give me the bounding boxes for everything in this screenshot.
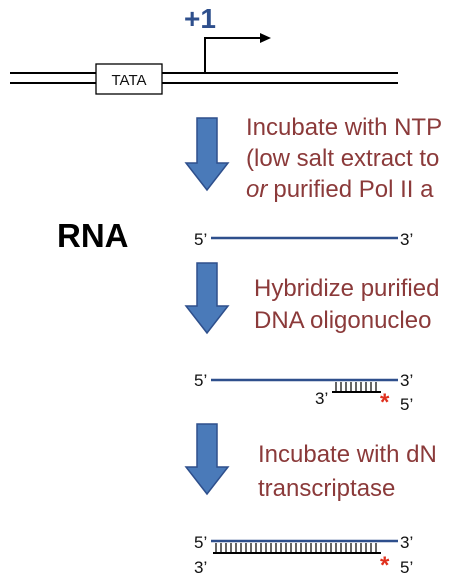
duplex-rna-5prime-label: 5’ <box>194 533 207 552</box>
cdna-5prime-label: 5’ <box>400 558 413 577</box>
hybridized-rna-oligo: 5’ 3’ 3’ * 5’ <box>194 371 413 416</box>
tata-label: TATA <box>112 72 147 89</box>
step-3-line-2: transcriptase <box>258 475 395 502</box>
step-arrow-2 <box>184 262 230 335</box>
step-2-instructions: Hybridize purified DNA oligonucleo <box>254 275 439 334</box>
oligo-3prime-label: 3’ <box>315 389 328 408</box>
cdna-3prime-label: 3’ <box>194 558 207 577</box>
rna-3prime-label: 3’ <box>400 230 413 249</box>
oligo-label-asterisk: * <box>380 389 390 416</box>
promoter-dna: TATA <box>10 63 398 95</box>
tata-box <box>95 63 163 95</box>
step-1-line-2: (low salt extract to <box>246 145 439 172</box>
rna-label: RNA <box>57 217 129 254</box>
step-1-line-3-prefix: or <box>246 176 268 203</box>
transcription-start-site: +1 <box>184 3 271 73</box>
tss-label: +1 <box>184 3 216 34</box>
down-arrow-icon <box>184 117 230 192</box>
cdna-base-pairs <box>215 543 377 553</box>
down-arrow-icon <box>184 262 230 335</box>
duplex-rna-3prime-label: 3’ <box>400 533 413 552</box>
step-2-line-1: Hybridize purified <box>254 275 439 302</box>
step-1-line-1: Incubate with NTP <box>246 114 442 141</box>
down-arrow-icon <box>184 423 230 496</box>
cdna-duplex: 5’ 3’ 3’ * 5’ <box>194 533 413 579</box>
step-2-line-2: DNA oligonucleo <box>254 307 431 334</box>
cdna-label-asterisk: * <box>380 552 390 579</box>
hyb-rna-5prime-label: 5’ <box>194 371 207 390</box>
step-arrow-1 <box>184 117 230 192</box>
oligo-5prime-label: 5’ <box>400 395 413 414</box>
step-1-line-3-rest: purified Pol II a <box>273 176 434 203</box>
step-arrow-3 <box>184 423 230 496</box>
tss-arrow <box>204 37 262 73</box>
step-3-line-1: Incubate with dN <box>258 441 437 468</box>
hyb-rna-3prime-label: 3’ <box>400 371 413 390</box>
tss-arrowhead-icon <box>260 33 271 43</box>
oligo-base-pairs <box>335 382 377 392</box>
step-1-instructions: Incubate with NTP (low salt extract to o… <box>246 114 442 203</box>
rna-5prime-label: 5’ <box>194 230 207 249</box>
step-3-instructions: Incubate with dN transcriptase <box>258 441 437 502</box>
rna-strand: 5’ 3’ <box>194 230 413 249</box>
